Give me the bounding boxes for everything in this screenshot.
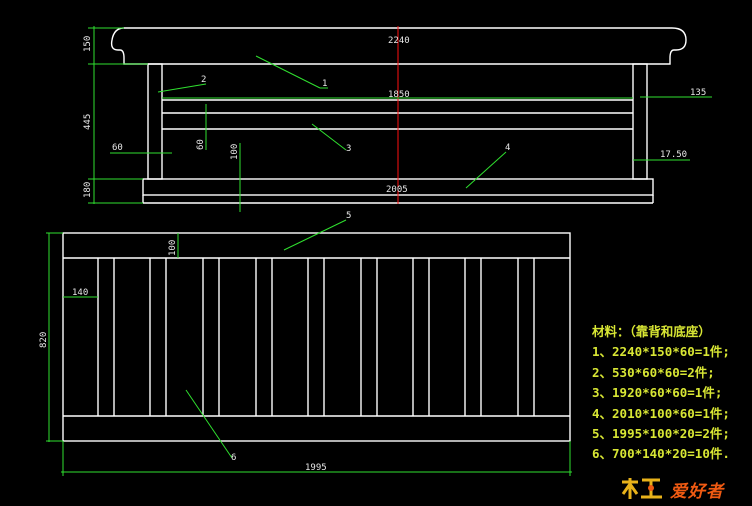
materials-item: 5、1995*100*20=2件; bbox=[592, 426, 730, 442]
dim-base-height: 180 bbox=[83, 182, 93, 198]
dim-gap: 100 bbox=[230, 144, 240, 160]
panel-dimensions: 820 1995 100 140 5 6 bbox=[39, 211, 572, 476]
part-label-5: 5 bbox=[346, 211, 351, 221]
slats bbox=[97, 258, 535, 416]
dim-inner-width: 1850 bbox=[388, 90, 410, 100]
panel-view bbox=[62, 232, 571, 442]
dim-rail-height: 60 bbox=[196, 139, 206, 150]
logo-text: 爱好者 bbox=[670, 482, 724, 502]
dim-top-width: 2240 bbox=[388, 36, 410, 46]
materials-item: 2、530*60*60=2件; bbox=[592, 364, 715, 380]
materials-title: 材料：（靠背和底座） bbox=[592, 324, 711, 339]
materials-item: 1、2240*150*60=1件; bbox=[592, 344, 730, 360]
dim-side-height: 445 bbox=[83, 114, 93, 130]
logo-mark-icon bbox=[621, 478, 662, 499]
dim-slat-spacing: 140 bbox=[72, 288, 88, 298]
right-post bbox=[632, 63, 648, 180]
materials-item: 4、2010*100*60=1件; bbox=[592, 405, 730, 421]
dim-panel-height: 820 bbox=[39, 332, 49, 348]
panel-outline bbox=[62, 232, 571, 442]
front-dimensions: 150 445 180 2240 1850 60 60 100 135 17.5… bbox=[83, 26, 712, 212]
part-label-3: 3 bbox=[346, 144, 351, 154]
materials-item: 6、700*140*20=10件. bbox=[592, 446, 730, 462]
part-label-1: 1 bbox=[322, 79, 327, 89]
top-board bbox=[110, 27, 687, 65]
part-label-2: 2 bbox=[201, 75, 206, 85]
dim-right-1750: 17.50 bbox=[660, 150, 687, 160]
dim-panel-width: 1995 bbox=[305, 463, 327, 473]
site-logo: 爱好者 bbox=[620, 474, 748, 502]
dim-right-135: 135 bbox=[690, 88, 706, 98]
front-view bbox=[110, 26, 687, 204]
dim-top-height: 150 bbox=[83, 36, 93, 52]
part-label-4: 4 bbox=[505, 143, 510, 153]
dim-post-width: 60 bbox=[112, 143, 123, 153]
left-post bbox=[147, 63, 163, 180]
dim-base-width: 2005 bbox=[386, 185, 408, 195]
part-label-6: 6 bbox=[231, 453, 236, 463]
dim-panel-rail: 100 bbox=[168, 240, 178, 256]
materials-item: 3、1920*60*60=1件; bbox=[592, 385, 723, 401]
materials-list: 材料：（靠背和底座） 1、2240*150*60=1件; 2、530*60*60… bbox=[592, 322, 730, 465]
